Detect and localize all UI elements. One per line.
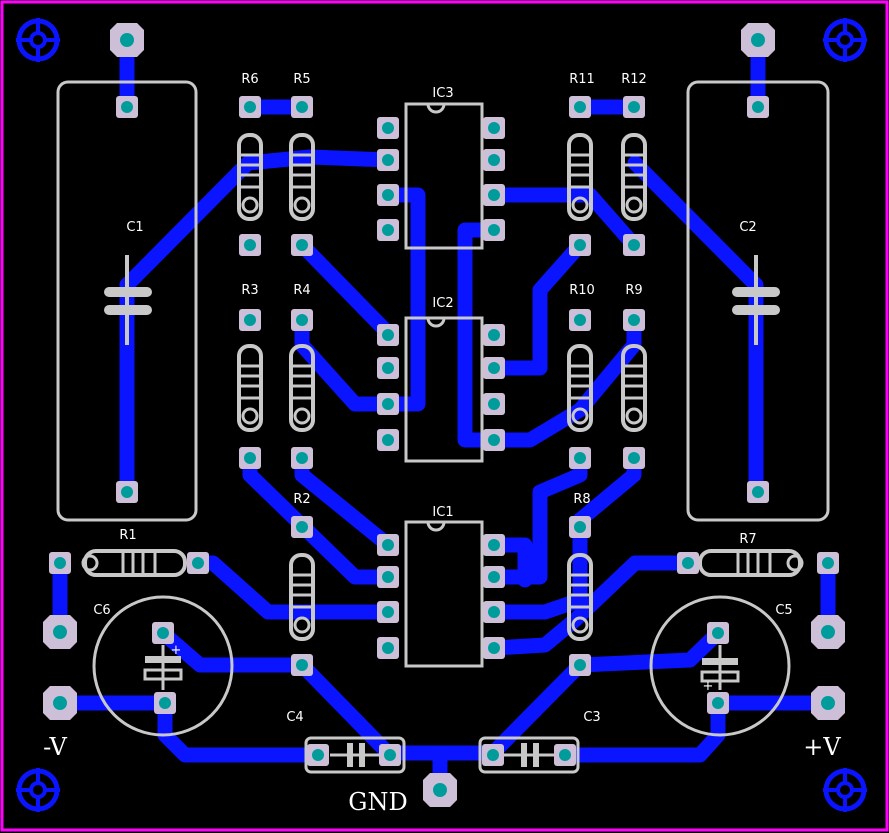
label-c4: C4 [286, 710, 303, 725]
label-r8: R8 [573, 492, 590, 507]
label-r9: R9 [625, 283, 642, 298]
label-r6: R6 [241, 72, 258, 87]
c6-outline [92, 595, 234, 737]
c5-outline [649, 595, 791, 737]
c1-outline [56, 80, 198, 522]
label-ic1: IC1 [432, 505, 453, 520]
label-gnd: GND [348, 788, 407, 816]
capacitor-symbol-icon [104, 255, 780, 767]
label-c5: C5 [775, 603, 792, 618]
label-r1: R1 [119, 528, 136, 543]
label-r5: R5 [293, 72, 310, 87]
label-plus-c6: + [171, 643, 182, 658]
silkscreen-layer [56, 80, 830, 774]
resistor-symbol-icon [81, 133, 804, 641]
c2-outline [686, 80, 830, 522]
label-r11: R11 [569, 72, 595, 87]
label-c1: C1 [126, 220, 143, 235]
label-ic3: IC3 [432, 86, 453, 101]
c3-outline [478, 736, 580, 774]
label-c2: C2 [739, 220, 756, 235]
component-labels: C1 C2 IC3 IC2 IC1 R6 R5 R11 R12 R3 R4 R1… [43, 72, 841, 816]
label-plus-c5: + [703, 679, 714, 694]
c4-outline [304, 736, 406, 774]
label-r4: R4 [293, 283, 310, 298]
label-r7: R7 [739, 532, 756, 547]
label-r3: R3 [241, 283, 258, 298]
label-c3: C3 [583, 710, 600, 725]
label-plus-v: +V [803, 733, 841, 761]
label-r12: R12 [621, 72, 647, 87]
label-c6: C6 [93, 603, 110, 618]
label-r10: R10 [569, 283, 595, 298]
label-ic2: IC2 [432, 296, 453, 311]
label-r2: R2 [293, 492, 310, 507]
label-minus-v: -V [43, 733, 67, 761]
